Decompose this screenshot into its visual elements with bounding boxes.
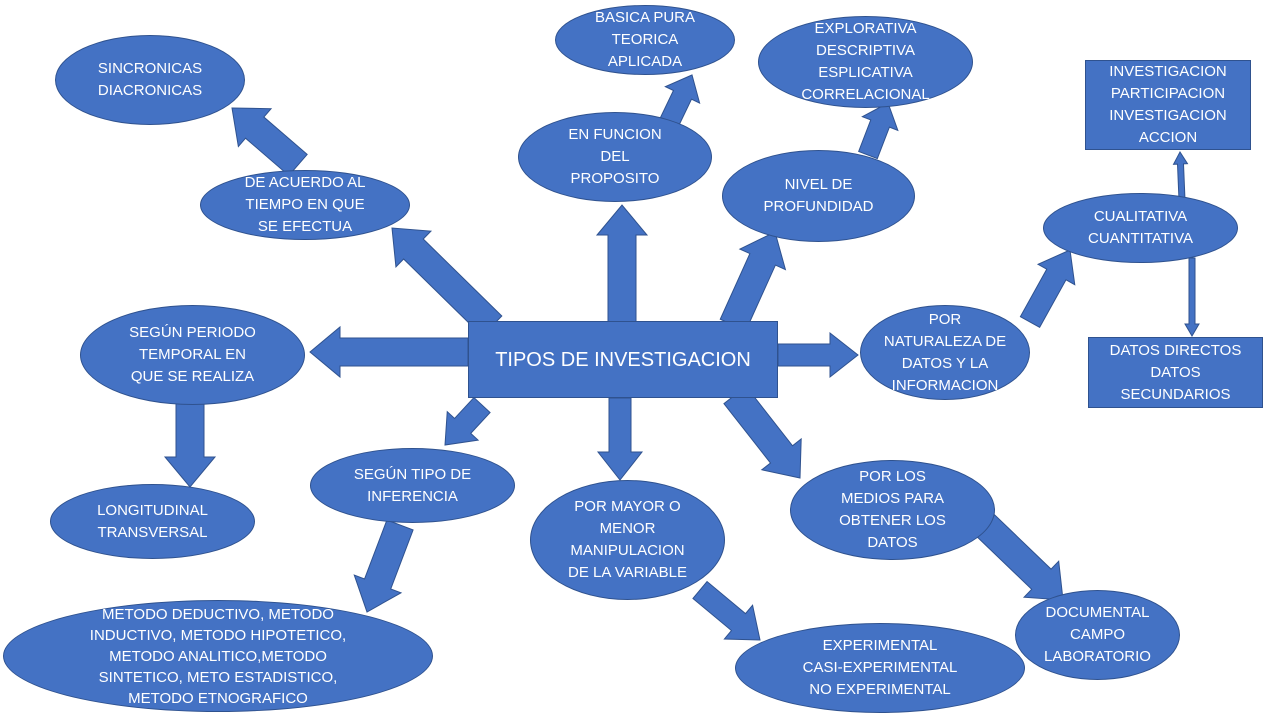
node-inferencia: SEGÚN TIPO DE INFERENCIA — [310, 448, 515, 523]
node-periodo: SEGÚN PERIODO TEMPORAL EN QUE SE REALIZA — [80, 305, 305, 405]
node-tiempo: DE ACUERDO AL TIEMPO EN QUE SE EFECTUA — [200, 170, 410, 240]
center-node-tipos-investigacion: TIPOS DE INVESTIGACION — [468, 321, 778, 398]
arrow — [777, 331, 859, 379]
arrow — [719, 231, 787, 332]
arrow — [692, 580, 761, 641]
node-profundidad: NIVEL DE PROFUNDIDAD — [722, 150, 915, 242]
arrow — [353, 519, 414, 613]
arrow — [231, 107, 308, 177]
node-sincronicas: SINCRONICAS DIACRONICAS — [55, 35, 245, 125]
node-manipulacion: POR MAYOR O MENOR MANIPULACION DE LA VAR… — [530, 480, 725, 600]
arrow — [1184, 257, 1200, 337]
node-explorativa: EXPLORATIVA DESCRIPTIVA ESPLICATIVA CORR… — [758, 16, 973, 108]
arrow — [1019, 249, 1076, 329]
node-cualitativa: CUALITATIVA CUANTITATIVA — [1043, 193, 1238, 263]
arrow — [444, 396, 491, 446]
node-participacion: INVESTIGACION PARTICIPACION INVESTIGACIO… — [1085, 60, 1251, 150]
arrow — [391, 227, 503, 337]
node-proposito: EN FUNCION DEL PROPOSITO — [518, 112, 712, 202]
arrow — [658, 74, 701, 130]
arrow — [163, 397, 217, 488]
arrow — [596, 397, 644, 481]
node-naturaleza: POR NATURALEZA DE DATOS Y LA INFORMACION — [860, 305, 1030, 400]
node-medios: POR LOS MEDIOS PARA OBTENER LOS DATOS — [790, 460, 995, 560]
arrow — [309, 325, 469, 379]
node-metodos: METODO DEDUCTIVO, METODO INDUCTIVO, METO… — [3, 600, 433, 712]
arrow — [858, 102, 899, 160]
arrow — [595, 204, 649, 323]
node-basica: BASICA PURA TEORICA APLICADA — [555, 5, 735, 75]
node-longitudinal: LONGITUDINAL TRANSVERSAL — [50, 484, 255, 559]
arrow — [974, 514, 1064, 601]
node-datos: DATOS DIRECTOS DATOS SECUNDARIOS — [1088, 337, 1263, 408]
node-documental: DOCUMENTAL CAMPO LABORATORIO — [1015, 590, 1180, 680]
node-experimental: EXPERIMENTAL CASI-EXPERIMENTAL NO EXPERI… — [735, 623, 1025, 713]
arrow — [1172, 151, 1189, 201]
arrow — [723, 385, 802, 479]
